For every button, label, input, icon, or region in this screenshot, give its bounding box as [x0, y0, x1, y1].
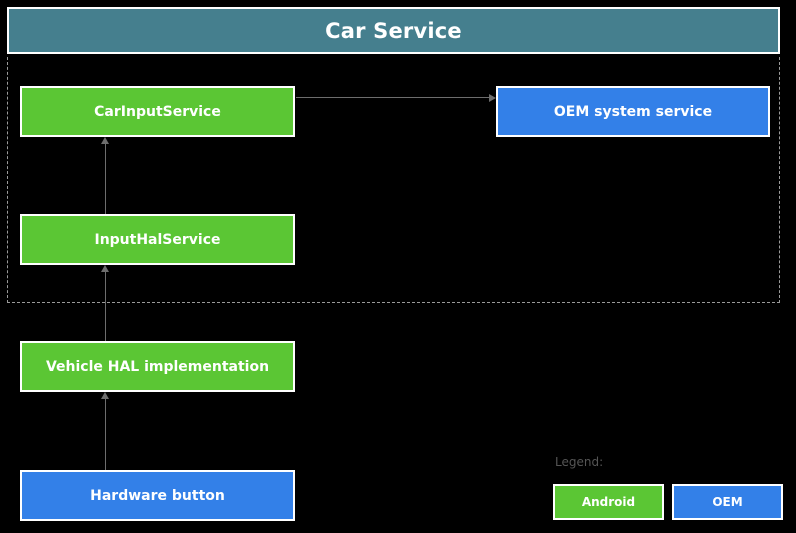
connector-car-input-to-oem	[296, 97, 489, 98]
node-car-input-service[interactable]: CarInputService	[20, 86, 295, 137]
connector-hardware-to-vehicle-hal	[105, 399, 106, 470]
arrowhead-up-icon	[101, 392, 109, 399]
node-hardware-button[interactable]: Hardware button	[20, 470, 295, 521]
node-vehicle-hal-implementation[interactable]: Vehicle HAL implementation	[20, 341, 295, 392]
node-oem-system-service[interactable]: OEM system service	[496, 86, 770, 137]
legend-chip-android-label: Android	[581, 495, 636, 509]
node-hardware-button-label: Hardware button	[90, 487, 225, 504]
page-title: Car Service	[325, 18, 462, 43]
node-vehicle-hal-label: Vehicle HAL implementation	[45, 358, 270, 375]
node-input-hal-service[interactable]: InputHalService	[20, 214, 295, 265]
node-car-input-service-label: CarInputService	[94, 103, 221, 120]
arrowhead-right-icon	[489, 94, 496, 102]
legend-chip-oem: OEM	[672, 484, 783, 520]
node-oem-system-service-label: OEM system service	[553, 103, 713, 120]
arrowhead-up-icon	[101, 265, 109, 272]
legend-items: Android OEM	[553, 484, 783, 520]
legend-label: Legend:	[555, 455, 604, 469]
connector-vehicle-hal-to-input-hal	[105, 272, 106, 341]
connector-input-hal-to-car-input	[105, 144, 106, 214]
node-input-hal-service-label: InputHalService	[94, 231, 221, 248]
car-service-header: Car Service	[7, 7, 780, 54]
arrowhead-up-icon	[101, 137, 109, 144]
legend-chip-android: Android	[553, 484, 664, 520]
legend-chip-oem-label: OEM	[712, 495, 743, 509]
legend: Legend: Android OEM	[553, 452, 783, 522]
